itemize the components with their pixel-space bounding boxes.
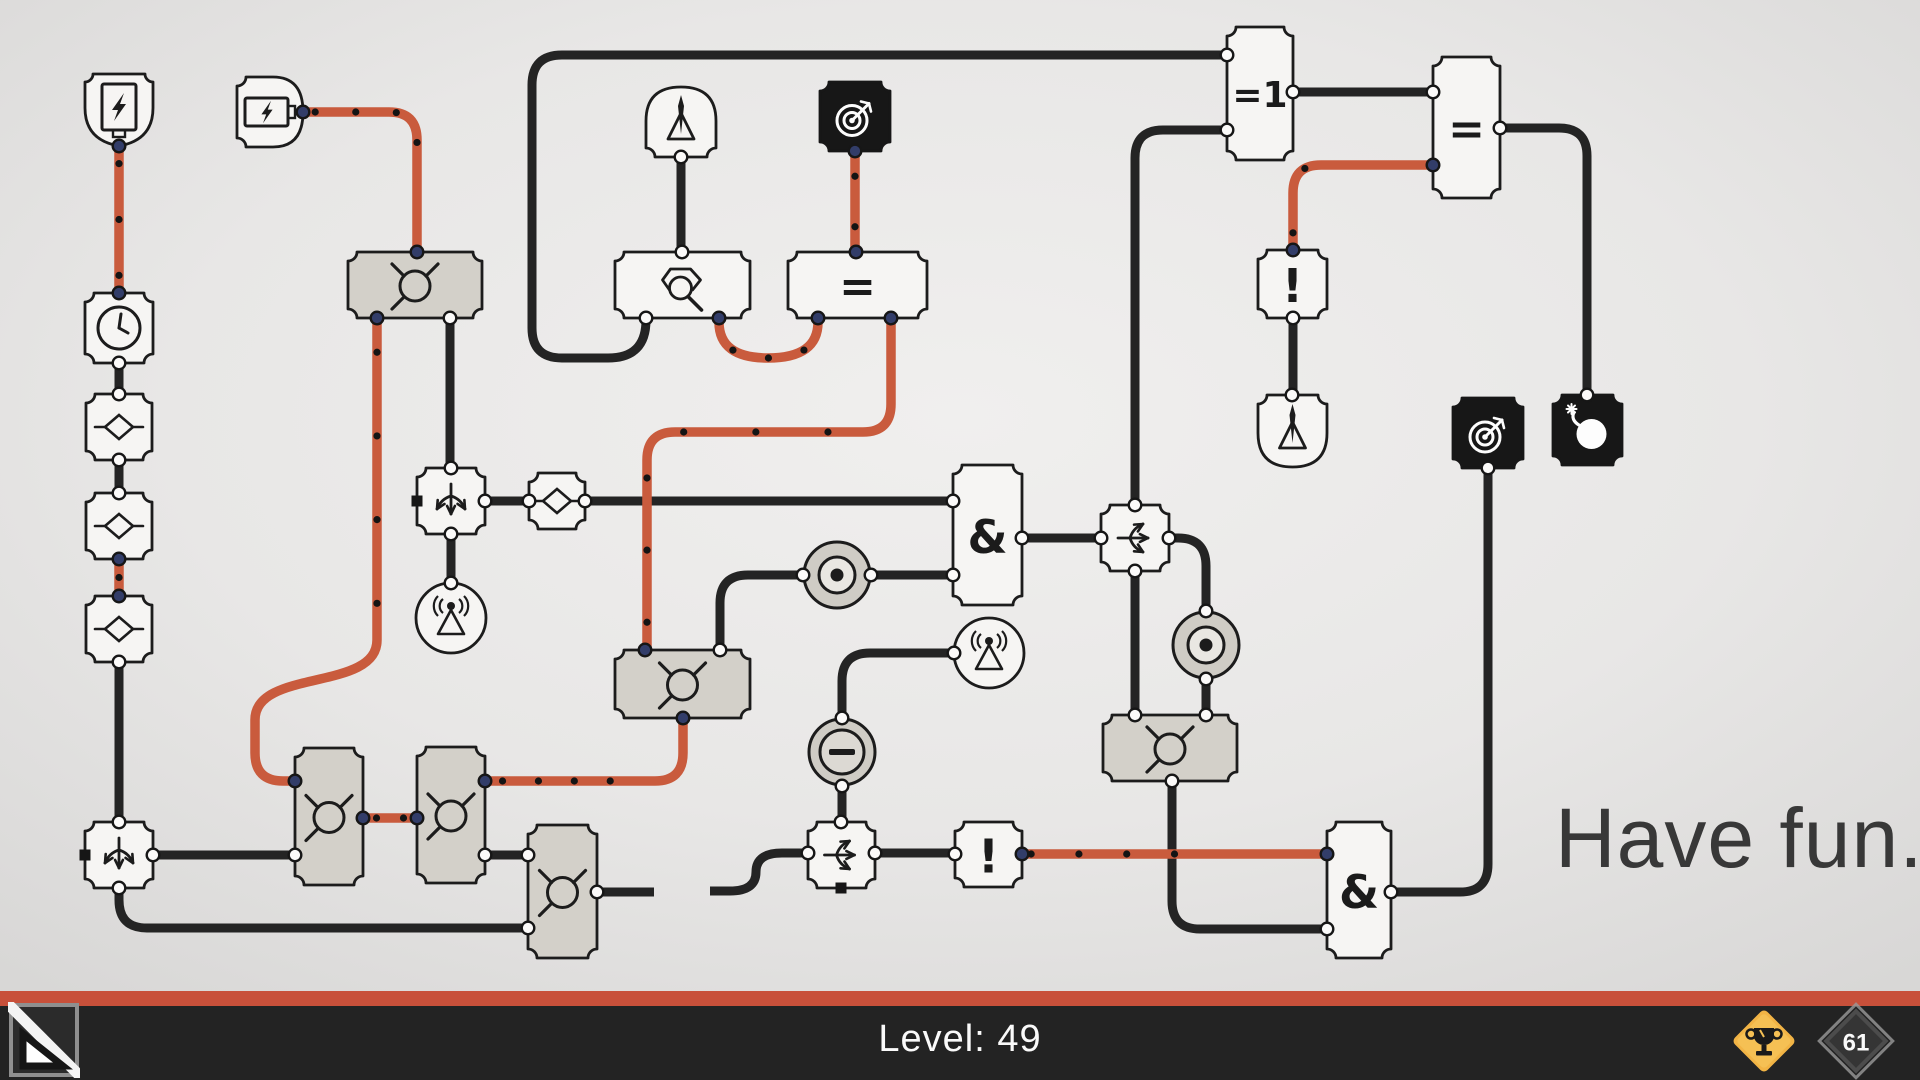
target-1[interactable] [818,80,892,153]
wire-switchRight-and2 [1167,781,1327,934]
wire-not1-eqRight [1288,160,1433,250]
level-count-badge[interactable]: 61 [1816,1001,1896,1080]
lamp-dot-2[interactable] [1171,610,1241,680]
circuit-canvas[interactable]: = &! & =1 =! [0,0,1920,991]
gate-not-1-label: ! [1282,259,1303,313]
gate-diode-2[interactable] [84,491,154,561]
power-battery[interactable] [235,75,305,149]
wire-and2-target2 [1391,468,1493,897]
lamp-dot-1[interactable] [802,540,872,610]
splitter-left[interactable] [83,820,155,890]
bomb[interactable] [1551,393,1624,467]
gate-diode-mid[interactable] [527,471,587,531]
gate-eq-right-label: = [1448,104,1485,155]
switch-b[interactable] [415,745,487,885]
gate-xor[interactable]: =1 [1225,25,1295,162]
power-shield[interactable] [83,72,155,148]
wire-eqMid-switchMid [642,318,896,650]
gate-not-1[interactable]: ! [1256,248,1329,320]
gate-xor-label: =1 [1232,75,1287,116]
beacon-right[interactable] [1256,393,1329,469]
switch-mid[interactable] [613,648,752,720]
antenna-1[interactable] [414,581,488,655]
gate-inspect[interactable] [613,250,752,320]
splitter-2[interactable] [1099,503,1171,573]
trophy-icon[interactable] [1728,1005,1800,1077]
gate-not-2-label: ! [978,830,999,884]
switch-right[interactable] [1101,713,1239,783]
gate-clock[interactable] [83,291,155,365]
splitter-1[interactable] [415,466,487,536]
switch-c[interactable] [526,823,599,960]
wire-eqRight-bomb [1500,123,1592,395]
switch-a[interactable] [293,746,365,887]
switch-top[interactable] [346,250,484,320]
gate-eq-right[interactable]: = [1431,55,1502,200]
wire-splitter2-xor [1130,125,1227,505]
status-bar [0,1006,1920,1080]
gate-diode-1[interactable] [84,392,154,462]
gate-and-1[interactable]: & [951,463,1024,607]
splitter-3[interactable] [806,820,877,890]
gate-and-2-label: & [1339,865,1379,919]
wire-switchMid-switchB [485,718,688,786]
gate-not-2[interactable]: ! [953,820,1024,889]
wire-antenna2-minus [837,648,954,718]
gate-and-1-label: & [967,510,1007,564]
badge-count: 61 [1843,1030,1870,1057]
wire-switchMid-dot1 [715,570,803,650]
gate-eq-mid-label: = [839,262,876,313]
lamp-minus[interactable] [807,717,877,787]
have-fun-text: Have fun. [1555,791,1920,885]
wire-splitter2-dot2 [1169,533,1211,611]
accent-stripe [0,991,1920,1006]
gate-and-2[interactable]: & [1325,820,1393,960]
antenna-2[interactable] [952,616,1026,690]
game-logo-icon[interactable] [8,1002,80,1078]
gate-diode-3[interactable] [84,594,154,664]
wire-splitter-switchC [114,888,528,933]
beacon-top[interactable] [644,85,718,159]
wire-inspect-xor-loop [527,50,1227,363]
wire-switchTop-switchA [250,318,382,786]
gate-eq-mid[interactable]: = [786,250,929,320]
level-label: Level: 49 [878,1018,1042,1060]
wire-diodeBot-splitter3 [710,848,808,896]
target-2[interactable] [1451,396,1525,470]
